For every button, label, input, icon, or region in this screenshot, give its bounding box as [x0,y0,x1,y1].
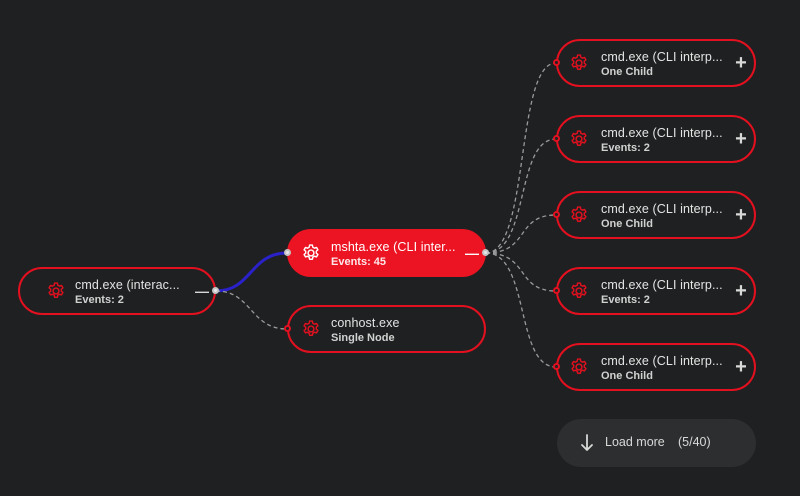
child-3-input-port [553,211,560,218]
mshta-output-port [482,249,489,256]
process-events: Events: 45 [331,256,387,268]
process-name: mshta.exe (CLI inter... [331,240,456,254]
load-more-count: (5/40) [678,435,711,449]
gear-icon [301,243,321,263]
process-events: One Child [601,66,653,78]
process-node-root[interactable]: cmd.exe (interac... Events: 2 — [18,267,216,315]
expand-button[interactable]: + [735,204,747,226]
edge-mshta-to-child-3 [485,214,557,254]
process-node-child-2[interactable]: cmd.exe (CLI interp... Events: 2 + [556,115,756,163]
gear-icon [569,281,589,301]
process-name: cmd.exe (CLI interp... [601,126,723,140]
process-name: cmd.exe (interac... [75,278,180,292]
process-events: Events: 2 [601,142,650,154]
process-name: conhost.exe [331,316,400,330]
collapse-button[interactable]: — [195,283,209,299]
arrow-down-icon [579,433,595,453]
edge-mshta-to-child-5 [485,252,557,368]
expand-button[interactable]: + [735,52,747,74]
process-name: cmd.exe (CLI interp... [601,354,723,368]
gear-icon [301,319,321,339]
load-more-label: Load more [605,435,665,449]
process-node-child-5[interactable]: cmd.exe (CLI interp... One Child + [556,343,756,391]
process-events: One Child [601,218,653,230]
process-node-child-4[interactable]: cmd.exe (CLI interp... Events: 2 + [556,267,756,315]
gear-icon [569,205,589,225]
edge-root-to-conhost [215,290,288,330]
edge-mshta-to-child-4 [485,252,557,292]
child-1-input-port [553,59,560,66]
child-5-input-port [553,363,560,370]
gear-icon [569,53,589,73]
process-events: Events: 2 [601,294,650,306]
process-name: cmd.exe (CLI interp... [601,202,723,216]
edge-root-to-mshta [215,251,288,293]
process-node-selected[interactable]: mshta.exe (CLI inter... Events: 45 — [287,229,486,277]
collapse-button[interactable]: — [465,245,479,261]
edge-mshta-to-child-2 [485,138,557,254]
process-events: One Child [601,370,653,382]
root-output-port [212,287,219,294]
process-name: cmd.exe (CLI interp... [601,278,723,292]
child-2-input-port [553,135,560,142]
mshta-input-port [284,249,291,256]
process-name: cmd.exe (CLI interp... [601,50,723,64]
process-node-conhost[interactable]: conhost.exe Single Node [287,305,486,353]
conhost-input-port [284,325,291,332]
process-node-child-1[interactable]: cmd.exe (CLI interp... One Child + [556,39,756,87]
gear-icon [569,129,589,149]
gear-icon [46,281,66,301]
edge-mshta-to-child-1 [485,62,557,254]
gear-icon [569,357,589,377]
load-more-button[interactable]: Load more (5/40) [557,419,756,467]
expand-button[interactable]: + [735,280,747,302]
child-4-input-port [553,287,560,294]
expand-button[interactable]: + [735,128,747,150]
process-events: Events: 2 [75,294,124,306]
process-events: Single Node [331,332,395,344]
expand-button[interactable]: + [735,356,747,378]
process-node-child-3[interactable]: cmd.exe (CLI interp... One Child + [556,191,756,239]
